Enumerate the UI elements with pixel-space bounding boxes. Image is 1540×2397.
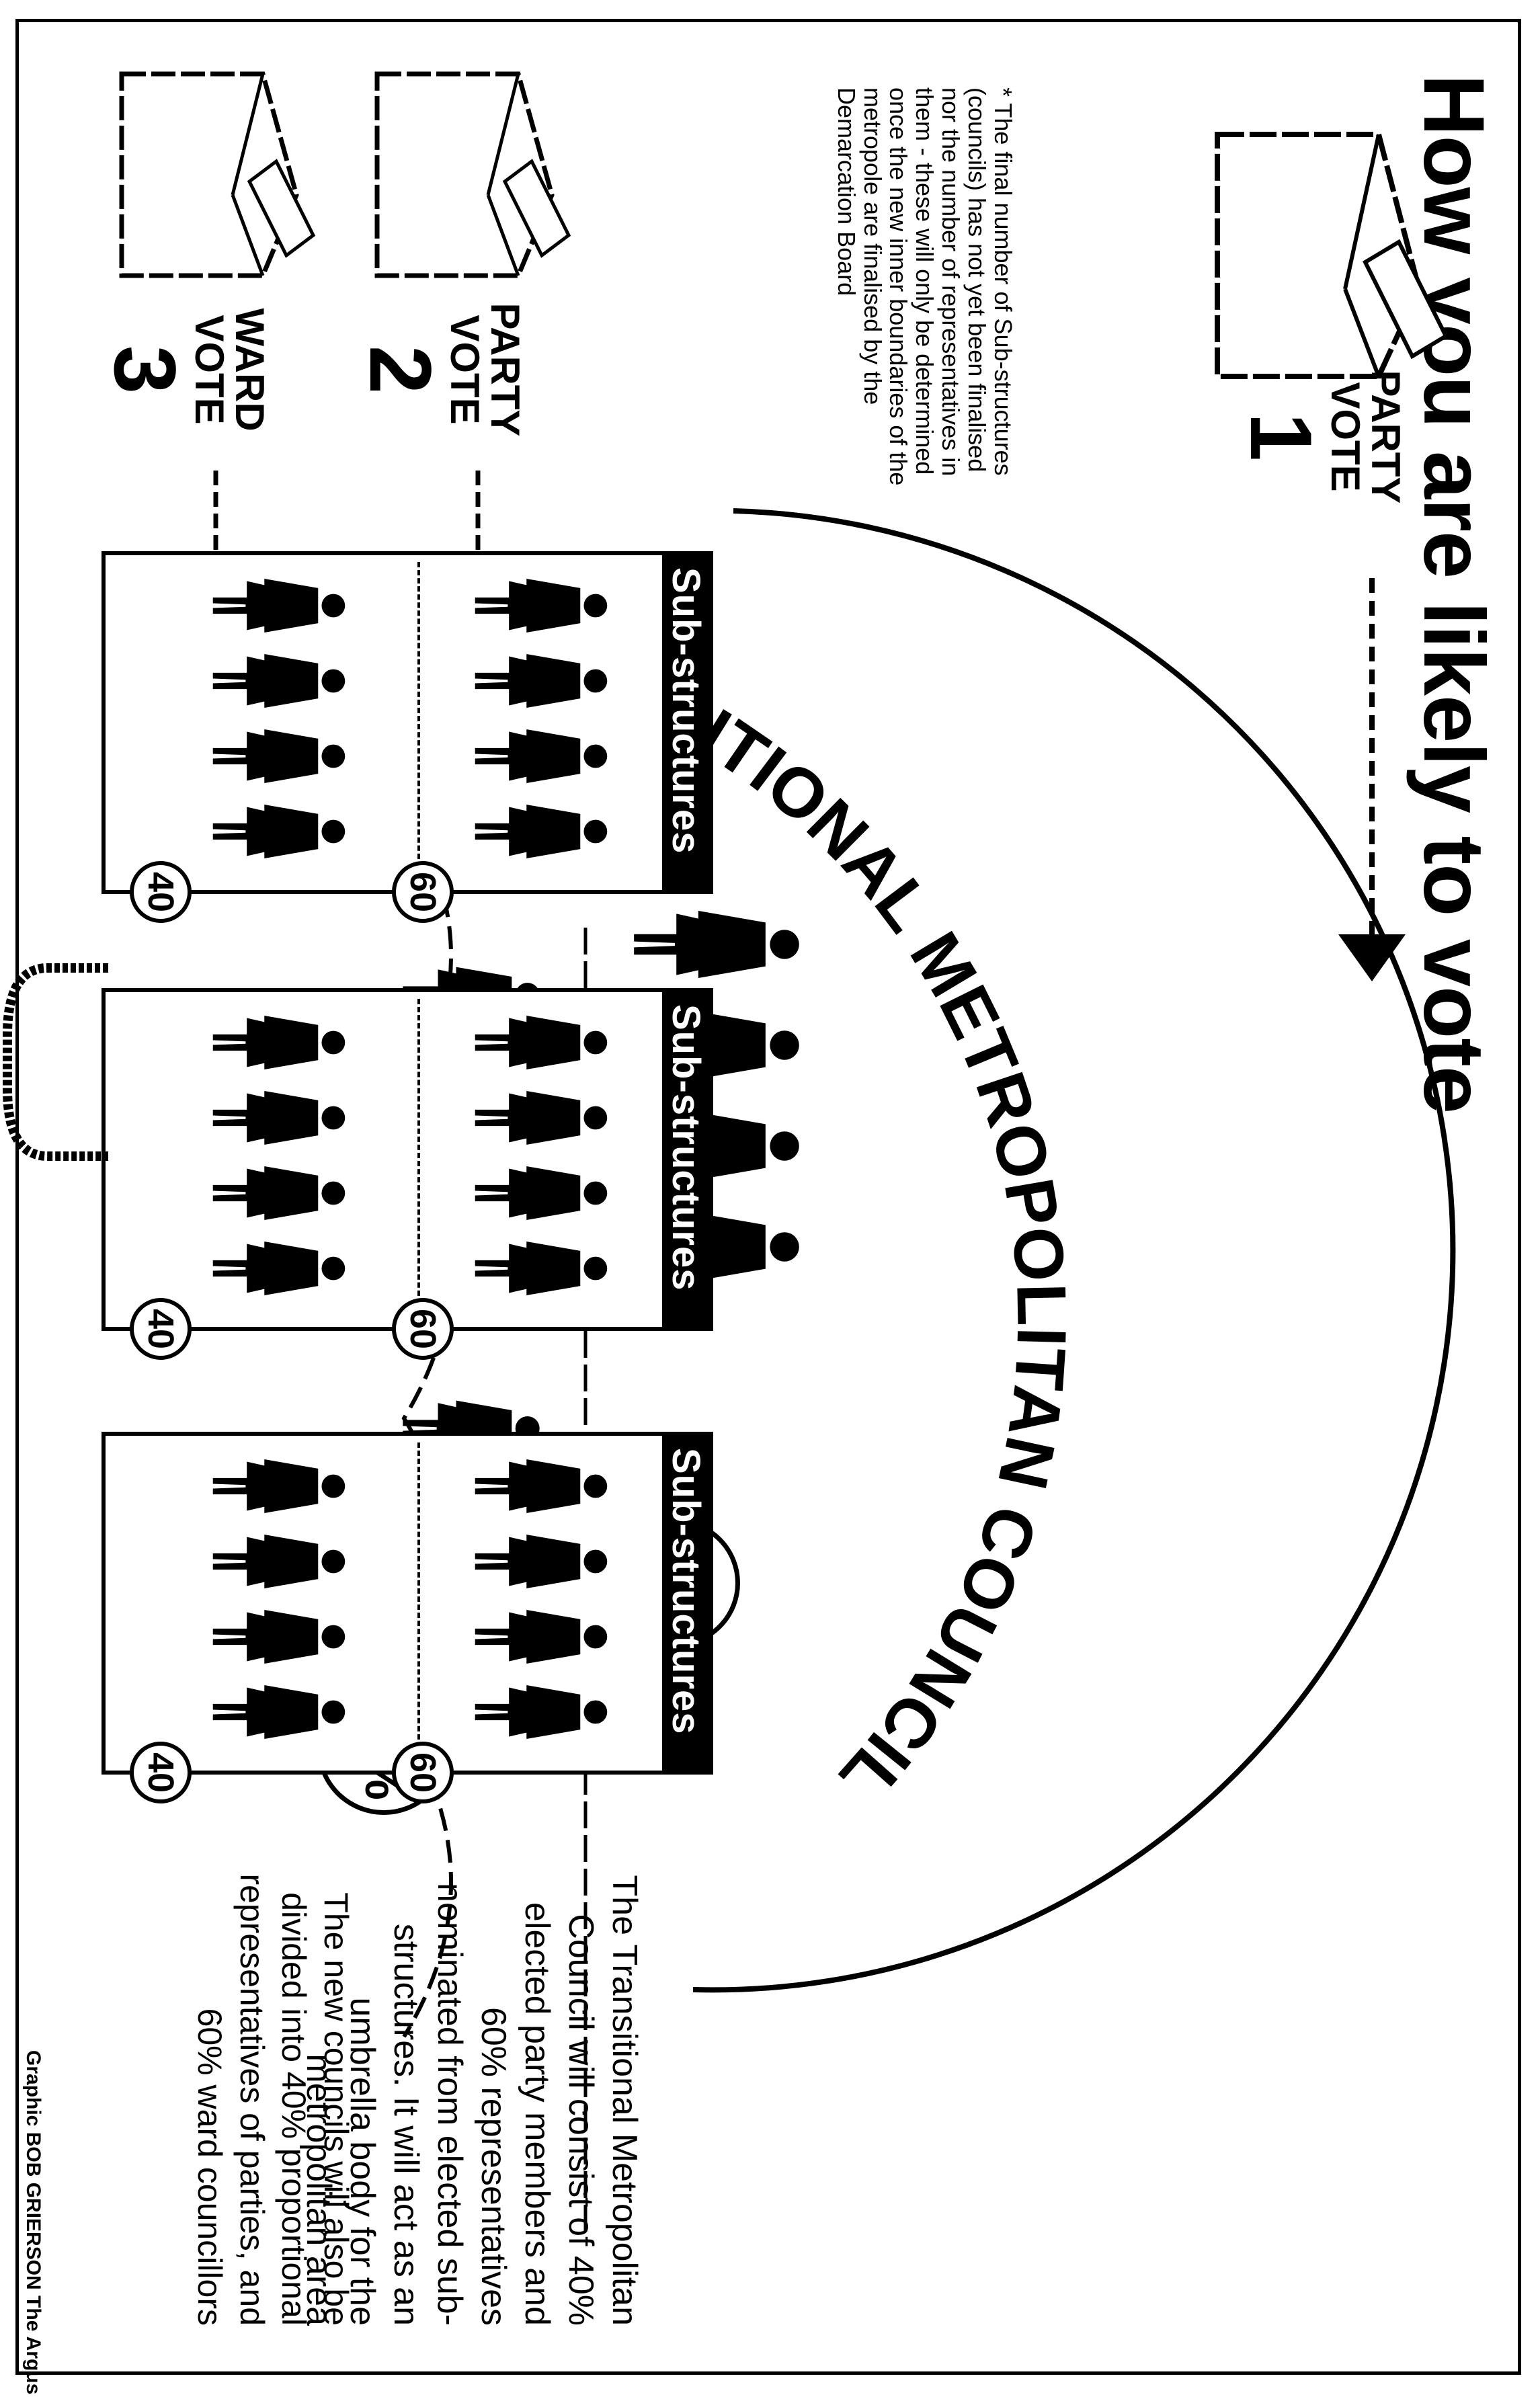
substructure-label: Sub-structures (council) [662,992,709,1327]
person-icon [474,1163,608,1223]
person-icon [474,1238,608,1299]
party-badge: 40 [130,1298,192,1360]
person-icon [212,651,346,711]
substructure-ward-members [212,1456,346,1757]
person-icon [474,1088,608,1148]
person-icon [474,1682,608,1742]
ballot-box-icon [364,60,565,289]
person-icon [212,1163,346,1223]
person-icon [212,1531,346,1592]
substructure-callout: The new councils will also be divided in… [189,1862,357,2326]
person-icon [212,726,346,786]
person-icon [212,801,346,862]
person-icon [212,1012,346,1073]
ward-badge: 60 [392,1298,454,1360]
person-icon [474,1531,608,1592]
substructure-party-members [474,575,608,877]
ward-badge: 60 [392,861,454,923]
person-icon [474,1012,608,1073]
substructure-party-members [474,1012,608,1313]
person-icon [212,1238,346,1299]
person-icon [212,1682,346,1742]
substructure-divider [417,562,420,883]
footnote: * The final number of Sub-structures (co… [833,87,1016,504]
substructure-ward-members [212,575,346,877]
substructure-divider [417,1443,420,1764]
substructure-ward-members [212,1012,346,1313]
graphic-credit: Graphic BOB GRIERSON The Argus [22,2050,44,2394]
party-badge: 40 [130,861,192,923]
person-icon [633,907,801,981]
party-badge: 40 [130,1742,192,1803]
person-icon [212,575,346,636]
ballot-box-icon [108,60,310,289]
substructure-label: Sub-structures (council) [662,555,709,890]
ward-badge: 60 [392,1742,454,1803]
person-icon [474,1607,608,1667]
person-icon [474,726,608,786]
hook-decoration [0,954,128,1170]
substructure-label: Sub-structures (council) [662,1436,709,1771]
substructure-party-members [474,1456,608,1757]
person-icon [474,575,608,636]
person-icon [474,801,608,862]
substructure-divider [417,999,420,1320]
vote-1-label: PARTY VOTE 1 [1238,350,1406,524]
council-party-member [629,907,801,981]
person-icon [474,1456,608,1516]
person-icon [212,1088,346,1148]
person-icon [212,1607,346,1667]
vote-3-label: WARD VOTE 3 [102,282,270,457]
vote-2-label: PARTY VOTE 2 [357,282,525,457]
person-icon [474,651,608,711]
person-icon [212,1456,346,1516]
